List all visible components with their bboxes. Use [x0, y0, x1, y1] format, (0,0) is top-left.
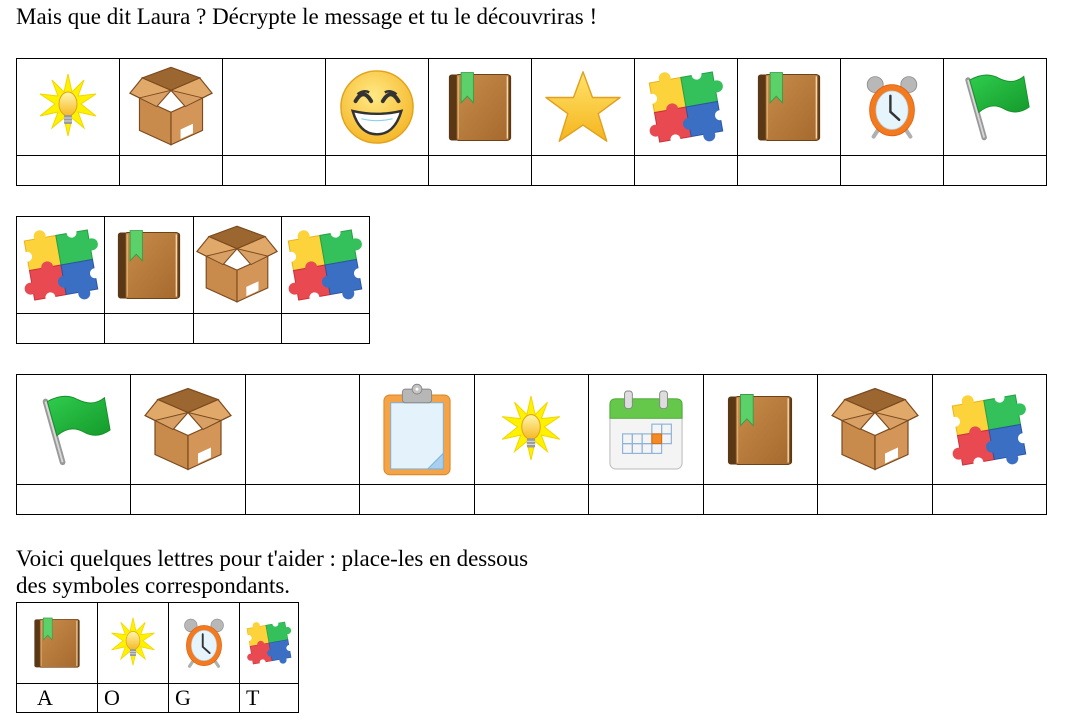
- space-cell: [244, 374, 361, 485]
- answer-cell[interactable]: [702, 484, 819, 515]
- symbol-cell: [428, 58, 532, 156]
- box-icon: [128, 66, 214, 148]
- lightbulb-icon: [38, 72, 98, 142]
- answer-cell[interactable]: [634, 155, 738, 186]
- key-letter: T: [239, 683, 299, 713]
- answer-cell[interactable]: [943, 155, 1047, 186]
- answer-cell[interactable]: [588, 484, 704, 515]
- book-icon: [726, 392, 794, 468]
- flag-icon: [36, 391, 112, 469]
- star-icon: [543, 69, 623, 145]
- help-line-1: Voici quelques lettres pour t'aider : pl…: [16, 546, 529, 571]
- answer-cell[interactable]: [325, 155, 429, 186]
- answer-cell[interactable]: [280, 313, 371, 344]
- key-table: A O G T: [16, 602, 299, 713]
- symbol-cell: [16, 58, 120, 156]
- key-letter: O: [97, 683, 169, 713]
- cipher-row-3: [15, 374, 1047, 515]
- cipher-row-2: [15, 216, 371, 344]
- puzzle-icon: [949, 390, 1029, 470]
- answer-cell[interactable]: [119, 155, 223, 186]
- symbol-cell: [840, 58, 944, 156]
- answer-cell[interactable]: [15, 313, 106, 344]
- answer-cell[interactable]: [931, 484, 1047, 515]
- symbol-cell: [325, 58, 429, 156]
- space-cell: [222, 58, 326, 156]
- symbol-cell: [15, 216, 106, 314]
- lightbulb-icon: [110, 616, 156, 670]
- answer-cell[interactable]: [817, 484, 933, 515]
- puzzle-icon: [285, 225, 365, 305]
- key-symbol-cell: [97, 602, 169, 684]
- key-letter: A: [16, 683, 98, 713]
- help-line-2: des symboles correspondants.: [16, 573, 291, 598]
- answer-cell[interactable]: [531, 155, 635, 186]
- symbol-cell: [817, 374, 933, 485]
- symbol-cell: [931, 374, 1047, 485]
- book-icon: [756, 70, 822, 144]
- box-icon: [143, 387, 233, 473]
- book-icon: [447, 70, 513, 144]
- clipboard-icon: [381, 383, 453, 477]
- answer-cell[interactable]: [15, 484, 132, 515]
- symbol-cell: [588, 374, 704, 485]
- answer-cell[interactable]: [428, 155, 532, 186]
- puzzle-icon: [21, 225, 101, 305]
- answer-cell[interactable]: [359, 484, 475, 515]
- symbol-cell: [702, 374, 819, 485]
- puzzle-icon: [245, 615, 293, 671]
- answer-cell[interactable]: [222, 155, 326, 186]
- symbol-cell: [192, 216, 282, 314]
- key-symbol-cell: [16, 602, 98, 684]
- symbol-cell: [280, 216, 371, 314]
- alarm-clock-icon: [182, 614, 226, 672]
- smiley-icon: [338, 68, 416, 146]
- answer-cell[interactable]: [737, 155, 841, 186]
- answer-cell[interactable]: [130, 484, 246, 515]
- book-icon: [116, 228, 182, 302]
- symbol-cell: [473, 374, 590, 485]
- symbol-cell: [104, 216, 194, 314]
- box-icon: [195, 224, 279, 306]
- answer-cell[interactable]: [16, 155, 120, 186]
- exercise-title: Mais que dit Laura ? Décrypte le message…: [16, 4, 598, 29]
- symbol-cell: [737, 58, 841, 156]
- puzzle-icon: [646, 67, 726, 147]
- lightbulb-icon: [500, 394, 562, 466]
- symbol-cell: [130, 374, 246, 485]
- symbol-cell: [634, 58, 738, 156]
- alarm-clock-icon: [864, 70, 920, 144]
- key-symbol-cell: [168, 602, 240, 684]
- answer-cell[interactable]: [473, 484, 590, 515]
- symbol-cell: [943, 58, 1047, 156]
- symbol-cell: [119, 58, 223, 156]
- cipher-row-1: [16, 58, 1047, 186]
- calendar-icon: [607, 389, 685, 471]
- flag-icon: [959, 70, 1031, 144]
- answer-cell[interactable]: [192, 313, 282, 344]
- answer-cell[interactable]: [244, 484, 361, 515]
- key-letter: G: [168, 683, 240, 713]
- symbol-cell: [359, 374, 475, 485]
- symbol-cell: [15, 374, 132, 485]
- box-icon: [830, 387, 920, 473]
- book-icon: [33, 616, 81, 670]
- help-text: Voici quelques lettres pour t'aider : pl…: [16, 545, 636, 599]
- key-symbol-cell: [239, 602, 299, 684]
- answer-cell[interactable]: [104, 313, 194, 344]
- answer-cell[interactable]: [840, 155, 944, 186]
- symbol-cell: [531, 58, 635, 156]
